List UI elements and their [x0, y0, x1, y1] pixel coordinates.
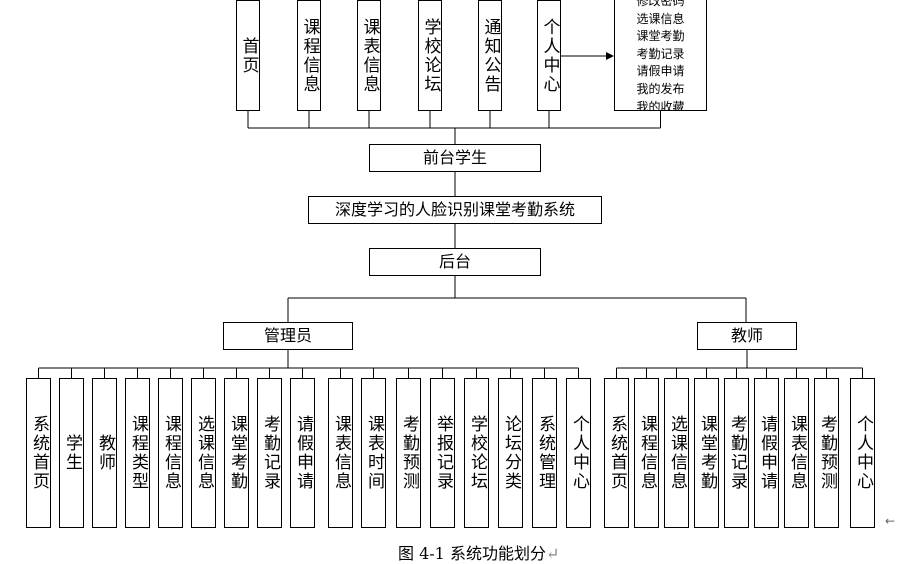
admin-module-teacher: 教师 [92, 378, 117, 528]
submenu-item: 考勤记录 [636, 46, 685, 61]
admin-module-label: 学生 [62, 434, 82, 472]
teacher-module-leave-request: 请假申请 [754, 378, 779, 528]
teacher-module-label: 课程信息 [637, 415, 657, 491]
admin-module-timetable-info: 课表信息 [328, 378, 353, 528]
admin-module-label: 系统管理 [535, 415, 555, 491]
admin-module-label: 学校论坛 [467, 415, 487, 491]
admin-module-label: 请假申请 [293, 415, 313, 491]
admin-module-school-forum: 学校论坛 [464, 378, 489, 528]
admin-module-system-management: 系统管理 [532, 378, 557, 528]
teacher-module-course-info: 课程信息 [634, 378, 659, 528]
admin-module-personal-center: 个人中心 [566, 378, 591, 528]
teacher-module-class-attendance: 课堂考勤 [694, 378, 719, 528]
backend-node: 后台 [369, 248, 541, 276]
front-student-node: 前台学生 [369, 144, 541, 172]
submenu-item: 课堂考勤 [636, 29, 685, 44]
teacher-module-label: 课堂考勤 [697, 415, 717, 491]
front-module-course-info: 课程信息 [297, 0, 321, 111]
admin-module-label: 课程类型 [128, 415, 148, 491]
admin-module-class-attendance: 课堂考勤 [224, 378, 249, 528]
admin-module-label: 课程信息 [161, 415, 181, 491]
admin-module-label: 论坛分类 [501, 415, 521, 491]
front-module-label: 学校论坛 [420, 17, 441, 94]
admin-module-timetable-time: 课表时间 [361, 378, 386, 528]
admin-module-attendance-records: 考勤记录 [257, 378, 282, 528]
front-module-timetable-info: 课表信息 [357, 0, 381, 111]
front-module-home: 首页 [236, 0, 260, 111]
front-module-label: 通知公告 [480, 17, 501, 94]
front-module-label: 课程信息 [299, 17, 320, 94]
teacher-module-label: 选课信息 [667, 415, 687, 491]
teacher-module-label: 考勤记录 [727, 415, 747, 491]
admin-module-label: 考勤记录 [260, 415, 280, 491]
admin-module-course-type: 课程类型 [125, 378, 150, 528]
admin-module-attendance-forecast: 考勤预测 [396, 378, 421, 528]
admin-module-report-records: 举报记录 [430, 378, 455, 528]
admin-module-label: 举报记录 [433, 415, 453, 491]
teacher-module-attendance-forecast: 考勤预测 [814, 378, 839, 528]
submenu-item: 我的收藏 [636, 99, 685, 111]
admin-label: 管理员 [263, 326, 312, 345]
teacher-module-label: 系统首页 [607, 415, 627, 491]
submenu-item: 修改密码 [636, 0, 685, 8]
teacher-module-personal-center: 个人中心 [850, 378, 875, 528]
admin-module-label: 个人中心 [569, 415, 589, 491]
front-module-label: 首页 [238, 36, 259, 75]
teacher-module-label: 个人中心 [853, 415, 873, 491]
teacher-module-selection-info: 选课信息 [664, 378, 689, 528]
front-module-label: 课表信息 [359, 17, 380, 94]
teacher-module-system-home: 系统首页 [604, 378, 629, 528]
admin-module-forum-category: 论坛分类 [498, 378, 523, 528]
admin-module-label: 课表信息 [331, 415, 351, 491]
arrow-head-icon [606, 52, 614, 60]
teacher-module-label: 考勤预测 [817, 415, 837, 491]
front-student-label: 前台学生 [422, 148, 487, 167]
submenu-item: 请假申请 [636, 64, 685, 79]
admin-module-label: 考勤预测 [399, 415, 419, 491]
backend-label: 后台 [438, 252, 471, 271]
teacher-label: 教师 [730, 326, 763, 345]
teacher-node: 教师 [697, 322, 797, 350]
admin-module-system-home: 系统首页 [26, 378, 51, 528]
admin-module-label: 课堂考勤 [227, 415, 247, 491]
teacher-module-timetable-info: 课表信息 [784, 378, 809, 528]
paragraph-mark: ↵ [545, 544, 560, 563]
personal-center-submenu: 修改密码 选课信息 课堂考勤 考勤记录 请假申请 我的发布 我的收藏 [614, 0, 707, 111]
front-module-notice: 通知公告 [478, 0, 502, 111]
submenu-item: 选课信息 [636, 11, 685, 26]
admin-module-label: 教师 [95, 434, 115, 472]
teacher-module-label: 请假申请 [757, 415, 777, 491]
admin-module-selection-info: 选课信息 [191, 378, 216, 528]
admin-module-course-info: 课程信息 [158, 378, 183, 528]
admin-module-leave-request: 请假申请 [290, 378, 315, 528]
admin-module-label: 课表时间 [364, 415, 384, 491]
admin-node: 管理员 [223, 322, 353, 350]
admin-module-student: 学生 [59, 378, 84, 528]
admin-module-label: 选课信息 [194, 415, 214, 491]
front-module-school-forum: 学校论坛 [418, 0, 442, 111]
caption-text: 图 4-1 系统功能划分 [398, 544, 546, 563]
admin-module-label: 系统首页 [29, 415, 49, 491]
teacher-module-label: 课表信息 [787, 415, 807, 491]
system-title-node: 深度学习的人脸识别课堂考勤系统 [308, 196, 602, 224]
figure-caption: 图 4-1 系统功能划分↵ [398, 540, 559, 564]
teacher-module-attendance-records: 考勤记录 [724, 378, 749, 528]
system-title-label: 深度学习的人脸识别课堂考勤系统 [334, 200, 575, 219]
front-module-label: 个人中心 [539, 17, 560, 94]
return-mark-icon: ← [885, 514, 896, 528]
submenu-item: 我的发布 [636, 81, 685, 96]
front-module-personal-center: 个人中心 [537, 0, 561, 111]
